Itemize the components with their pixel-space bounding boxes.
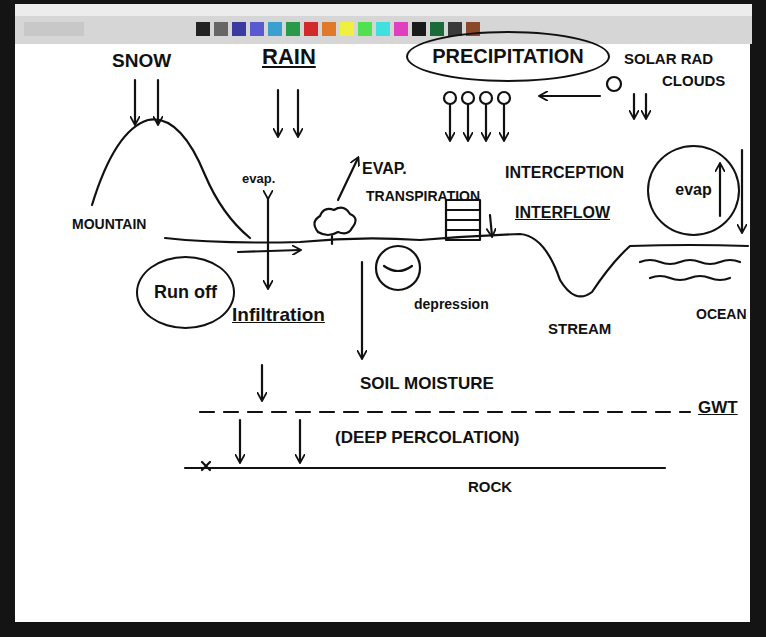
source-label: SOLAR RAD xyxy=(624,50,713,67)
source-label: CLOUDS xyxy=(662,72,725,89)
zone-label: SOIL MOISTURE xyxy=(360,374,494,394)
process-label: INTERFLOW xyxy=(515,204,610,222)
landform-label: MOUNTAIN xyxy=(72,216,146,232)
node-text: Run off xyxy=(154,282,217,303)
process-label: EVAP. xyxy=(362,160,407,178)
process-label: TRANSPIRATION xyxy=(366,188,480,204)
process-label: Infiltration xyxy=(232,304,325,326)
precip-type-label: SNOW xyxy=(112,50,171,72)
zone-label: ROCK xyxy=(468,478,512,495)
zone-label: GWT xyxy=(698,398,738,418)
toolbar-swatches xyxy=(24,22,480,36)
feature-label: OCEAN xyxy=(696,306,747,322)
feature-label: STREAM xyxy=(548,320,611,337)
process-label: INTERCEPTION xyxy=(505,164,624,182)
node-text: evap xyxy=(675,181,711,199)
process-label: (DEEP PERCOLATION) xyxy=(335,428,520,448)
feature-label: depression xyxy=(414,296,489,312)
process-label: evap. xyxy=(242,172,275,187)
evap-circle: evap xyxy=(647,145,740,236)
precip-type-label: RAIN xyxy=(262,44,316,69)
sketch-lines xyxy=(92,77,748,470)
precipitation-ellipse: PRECIPITATION xyxy=(406,31,610,82)
runoff-circle: Run off xyxy=(136,256,235,329)
node-text: PRECIPITATION xyxy=(432,45,583,68)
